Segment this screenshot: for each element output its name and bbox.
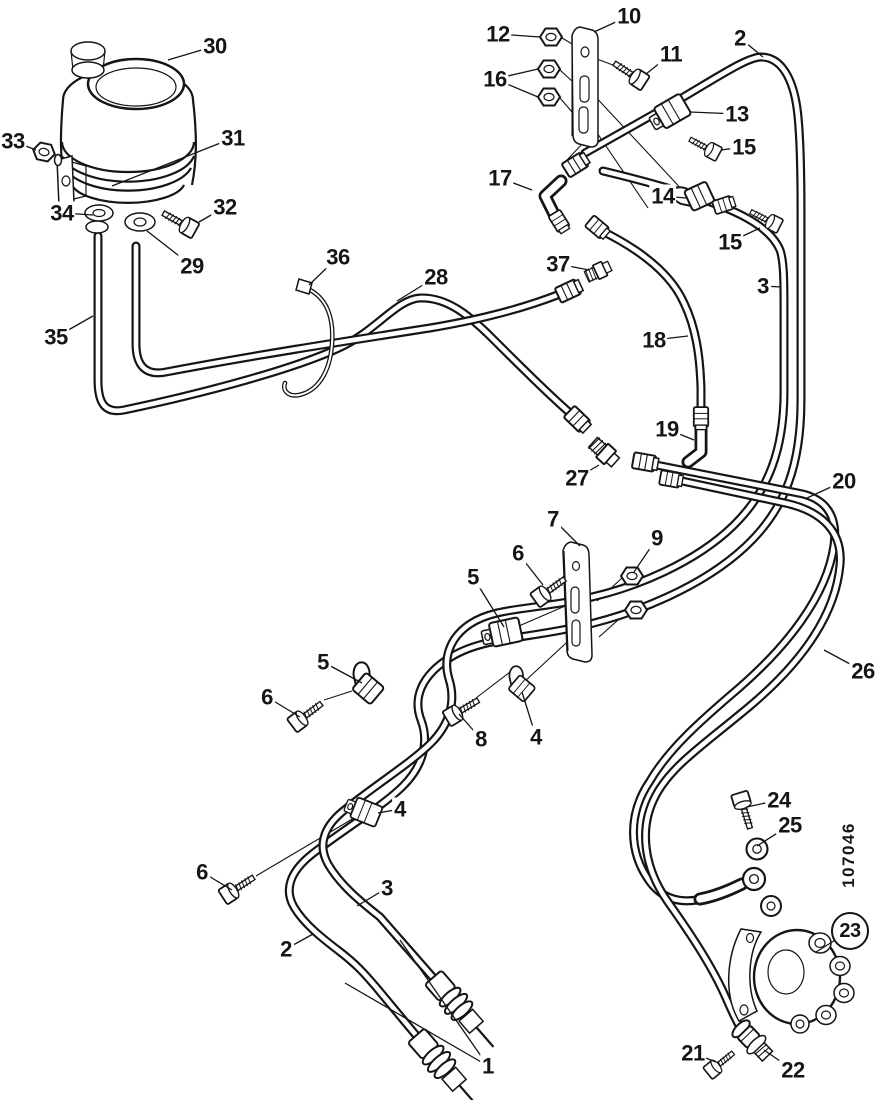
elbow-19: [681, 406, 710, 469]
callout-32-4: 32: [211, 194, 239, 220]
callout-37-20: 37: [544, 251, 572, 277]
callout-15-18: 15: [716, 229, 744, 255]
steering-gear-23: [728, 928, 855, 1034]
bracket-7: [562, 541, 593, 663]
callout-23-41: 23: [831, 912, 869, 950]
callout-4-32: 4: [528, 724, 544, 750]
drawing-number: 107046: [839, 822, 858, 888]
grommet-29: [124, 212, 156, 232]
callout-2-36: 2: [278, 936, 294, 962]
callout-12-9: 12: [484, 21, 512, 47]
callout-35-6: 35: [42, 324, 70, 350]
callout-21-42: 21: [679, 1040, 707, 1066]
callout-24-39: 24: [765, 787, 793, 813]
callout-33-2: 33: [0, 128, 27, 154]
callout-11-12: 11: [657, 41, 685, 67]
grommet-34: [84, 204, 114, 234]
callout-30-0: 30: [201, 33, 229, 59]
callout-1-37: 1: [480, 1053, 496, 1079]
callout-2-13: 2: [732, 25, 748, 51]
callout-19-22: 19: [653, 416, 681, 442]
leader-line-31-1: [111, 137, 234, 187]
callout-3-19: 3: [755, 273, 771, 299]
callout-13-14: 13: [723, 101, 751, 127]
callout-8-31: 8: [473, 726, 489, 752]
callout-20-24: 20: [830, 468, 858, 494]
callout-26-38: 26: [849, 658, 877, 684]
callout-16-10: 16: [481, 66, 509, 92]
callout-6-26: 6: [510, 540, 526, 566]
bracket-10: [571, 26, 599, 148]
callout-34-3: 34: [48, 200, 76, 226]
callout-29-5: 29: [178, 253, 206, 279]
callout-22-43: 22: [779, 1057, 807, 1083]
elbow-17: [538, 149, 593, 236]
strap-36: [284, 278, 332, 395]
callout-6-34: 6: [194, 859, 210, 885]
callout-10-11: 10: [615, 3, 643, 29]
callout-36-7: 36: [324, 244, 352, 270]
nut-33: [30, 140, 63, 167]
callout-3-35: 3: [379, 875, 395, 901]
callout-9-27: 9: [649, 525, 665, 551]
callout-17-16: 17: [486, 165, 514, 191]
callout-27-23: 27: [563, 465, 591, 491]
pipe20-elbow: [693, 877, 749, 906]
callout-6-30: 6: [259, 684, 275, 710]
connector-22: [731, 1019, 774, 1063]
callout-31-1: 31: [219, 125, 247, 151]
callout-15-15: 15: [730, 134, 758, 160]
leader-line-1-37: [399, 939, 489, 1067]
callout-28-8: 28: [422, 264, 450, 290]
callout-4-33: 4: [392, 796, 408, 822]
callout-25-40: 25: [776, 812, 804, 838]
callout-7-25: 7: [545, 506, 561, 532]
callout-18-21: 18: [640, 327, 668, 353]
callout-5-28: 5: [465, 564, 481, 590]
leader-line-1-37: [344, 982, 489, 1067]
callout-5-29: 5: [315, 649, 331, 675]
callout-14-17: 14: [649, 183, 677, 209]
